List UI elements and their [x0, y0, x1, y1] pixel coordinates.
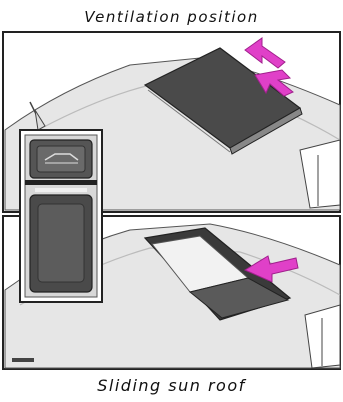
sunroof-switch-inset [20, 130, 102, 302]
caption-sliding-sunroof: Sliding sun roof [0, 376, 343, 395]
figure-reference-mark [12, 358, 34, 362]
sunroof-figure [0, 30, 343, 372]
caption-ventilation-position: Ventilation position [0, 8, 343, 26]
